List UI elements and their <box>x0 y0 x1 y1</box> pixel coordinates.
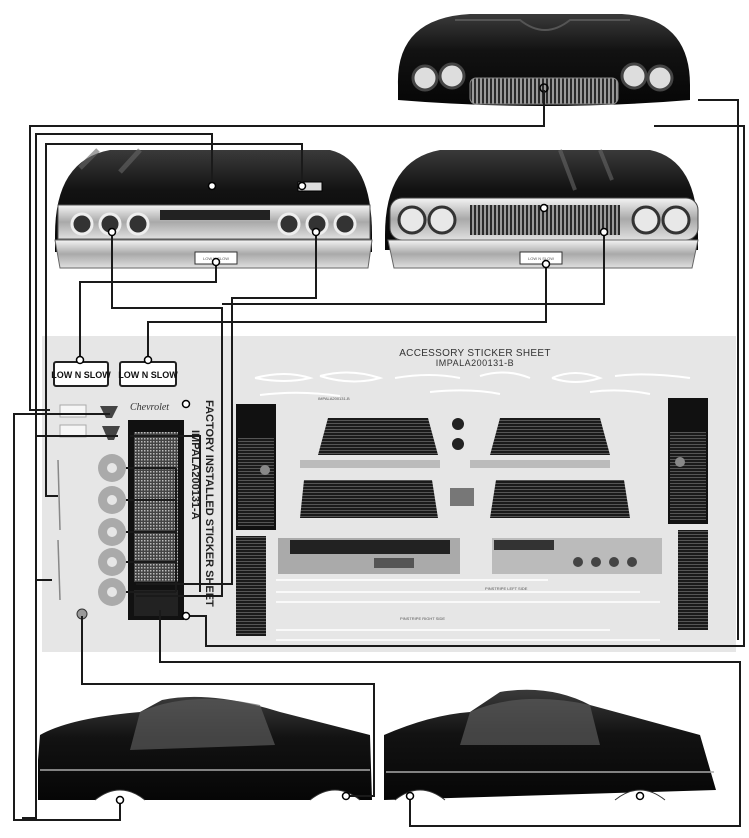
side-view-right-photo <box>384 689 716 801</box>
pinstripe-ornaments <box>254 371 691 397</box>
front-plate-text: LOW N SLOW <box>528 256 554 261</box>
chevrolet-script-badge: Chevrolet <box>130 402 169 413</box>
svg-text:LOW N SLOW: LOW N SLOW <box>51 370 111 380</box>
connector-dots <box>75 181 645 805</box>
side-view-left-photo <box>38 696 372 801</box>
pinstripe-lines <box>276 579 660 641</box>
svg-text:FACTORY INSTALLED STICKER SHEE: FACTORY INSTALLED STICKER SHEET <box>203 400 215 607</box>
front-view-top-photo <box>397 14 690 106</box>
svg-text:IMPALA200131-A: IMPALA200131-A <box>189 430 201 520</box>
dashboard-stickers <box>278 538 662 574</box>
accessory-sheet-code: IMPALA200131-B <box>436 358 514 368</box>
wheel-disc-stickers <box>98 454 126 606</box>
door-panel-stickers <box>236 398 708 636</box>
plate-sticker-right: LOW N SLOW <box>118 361 178 387</box>
factory-sheet-code: IMPALA200131-A <box>189 430 201 520</box>
factory-grille-sticker <box>128 420 184 620</box>
factory-sheet-title: FACTORY INSTALLED STICKER SHEET <box>203 400 215 607</box>
svg-text:Chevrolet: Chevrolet <box>130 402 169 413</box>
front-view-photo: LOW N SLOW <box>385 149 699 269</box>
seat-stickers <box>300 418 630 518</box>
leader-lines <box>13 90 745 827</box>
headlight-left-outer <box>411 64 439 92</box>
pinstripe-right-label: PINSTRIPE RIGHT SIDE <box>400 616 445 621</box>
headlight-right-outer <box>646 64 674 92</box>
accessory-small-code: IMPALA200131-B <box>318 396 350 401</box>
svg-text:LOW N SLOW: LOW N SLOW <box>118 370 178 380</box>
rear-view-photo: LOW N SLOW <box>54 148 373 269</box>
headlight-right-inner <box>620 62 648 90</box>
headlight-left-inner <box>438 62 466 90</box>
accessory-sheet-title: ACCESSORY STICKER SHEET <box>399 348 551 359</box>
pinstripe-left-label: PINSTRIPE LEFT SIDE <box>485 586 528 591</box>
side-trim-strips <box>57 459 61 601</box>
plate-sticker-left: LOW N SLOW <box>51 361 111 387</box>
